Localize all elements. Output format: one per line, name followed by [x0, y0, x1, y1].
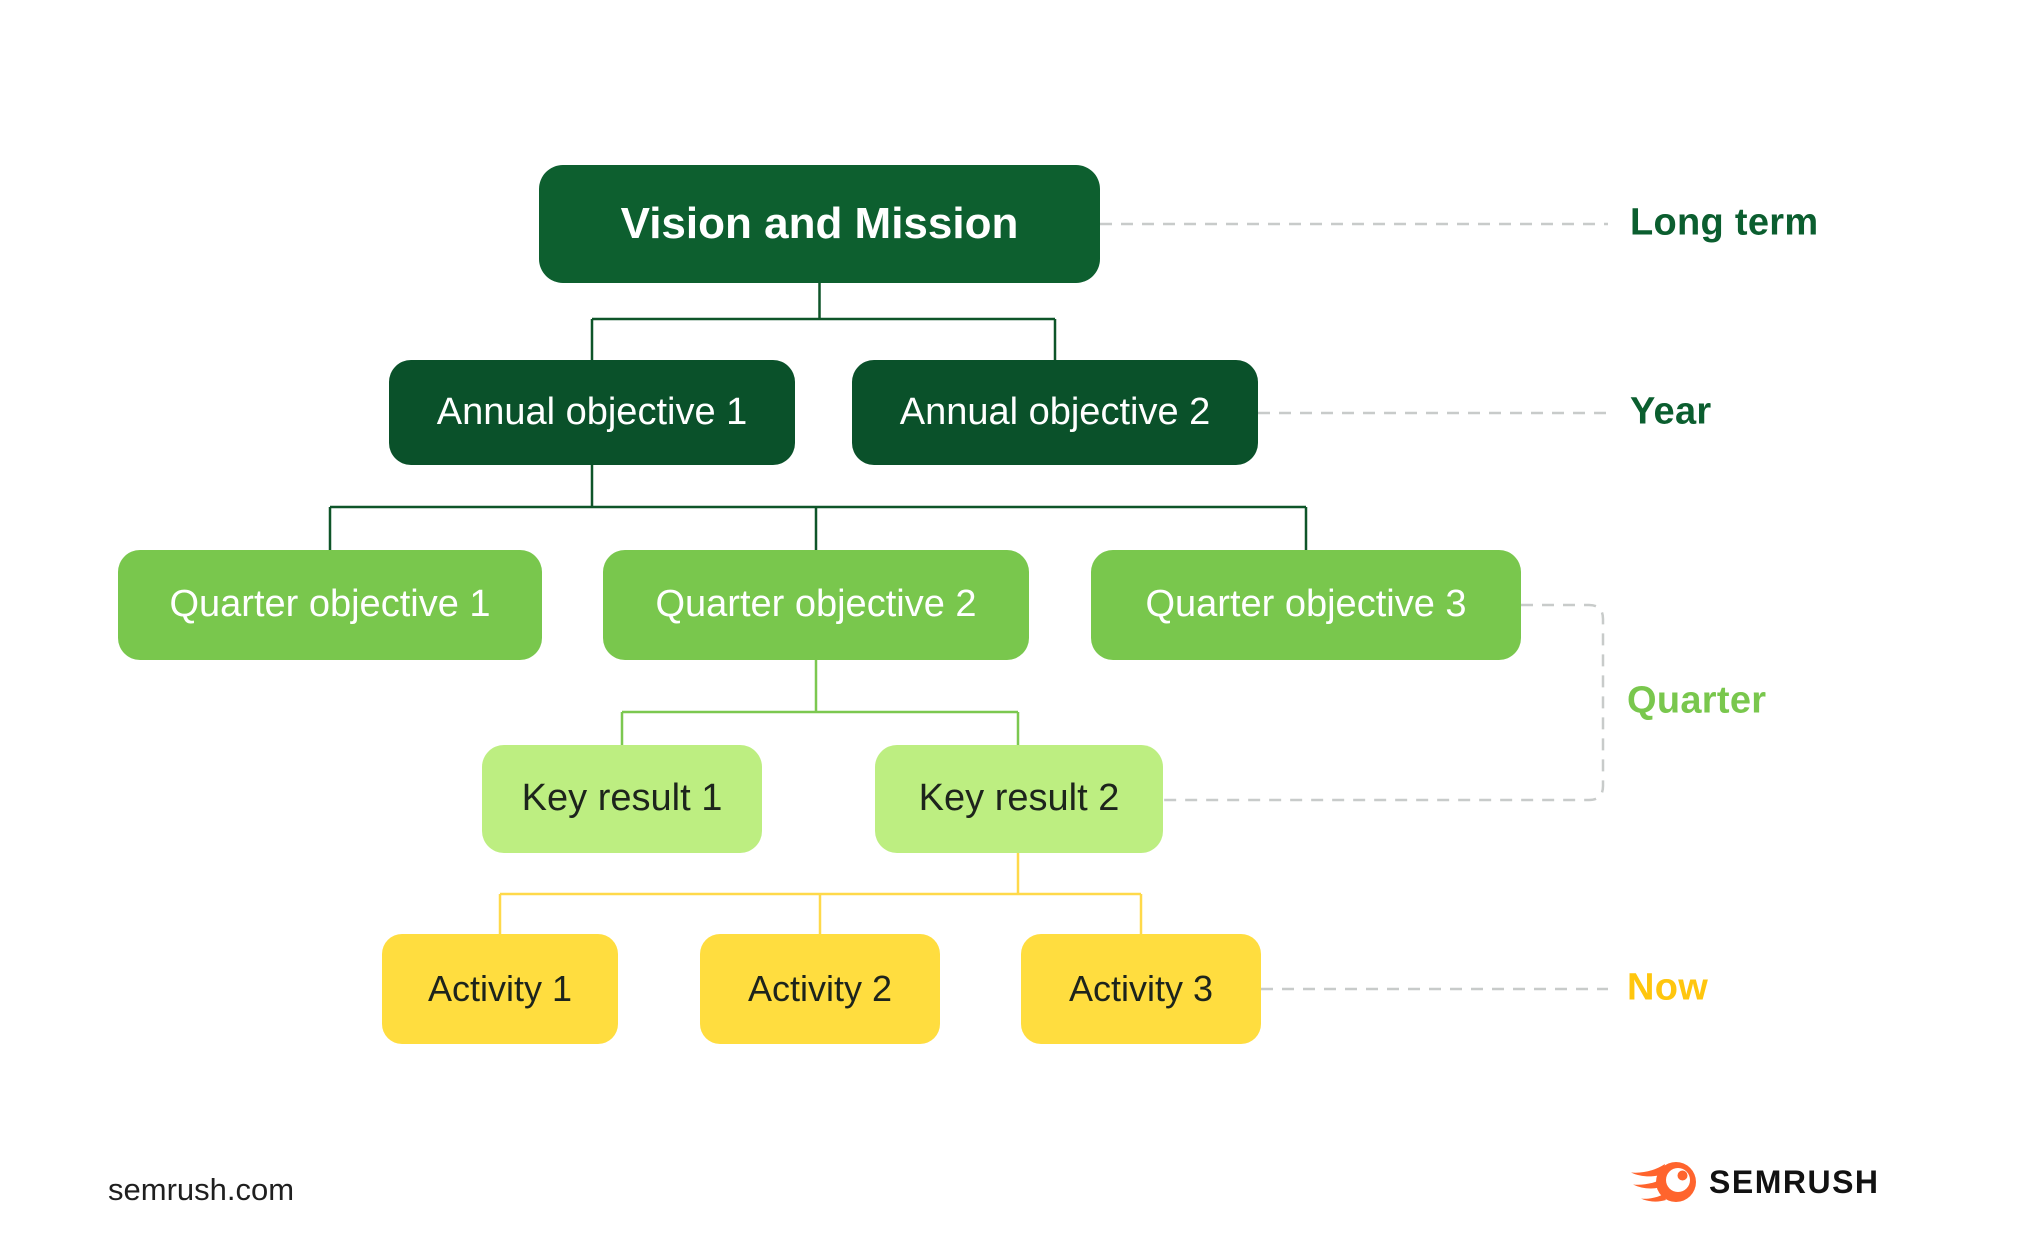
node-vision: Vision and Mission — [539, 165, 1100, 283]
semrush-wordmark: SEMRUSH — [1709, 1163, 1880, 1200]
node-activity-3: Activity 3 — [1021, 934, 1261, 1044]
timeframe-label-now: Now — [1627, 966, 1709, 1009]
node-activity-1: Activity 1 — [382, 934, 618, 1044]
semrush-logo: SEMRUSH — [1628, 1156, 1880, 1208]
footer-site-url: semrush.com — [108, 1172, 295, 1207]
timeframe-label-year: Year — [1630, 390, 1712, 433]
node-quarter-3: Quarter objective 3 — [1091, 550, 1521, 660]
node-quarter-2: Quarter objective 2 — [603, 550, 1029, 660]
connector-vision-to-annuals — [590, 283, 1057, 360]
node-quarter-1: Quarter objective 1 — [118, 550, 542, 660]
semrush-flame-icon — [1631, 1162, 1696, 1202]
node-activity-2: Activity 2 — [700, 934, 940, 1044]
timeframe-label-quarter: Quarter — [1627, 679, 1767, 722]
connector-quarter2-to-key-results — [620, 660, 1020, 745]
connector-keyresult2-to-activities — [498, 853, 1143, 934]
node-annual-1: Annual objective 1 — [389, 360, 795, 465]
connector-annual1-to-quarters — [328, 465, 1308, 550]
node-key-result-1: Key result 1 — [482, 745, 762, 853]
node-key-result-2: Key result 2 — [875, 745, 1163, 853]
node-annual-2: Annual objective 2 — [852, 360, 1258, 465]
timeframe-label-long-term: Long term — [1630, 201, 1819, 244]
dashed-line-quarter — [1163, 603, 1605, 802]
